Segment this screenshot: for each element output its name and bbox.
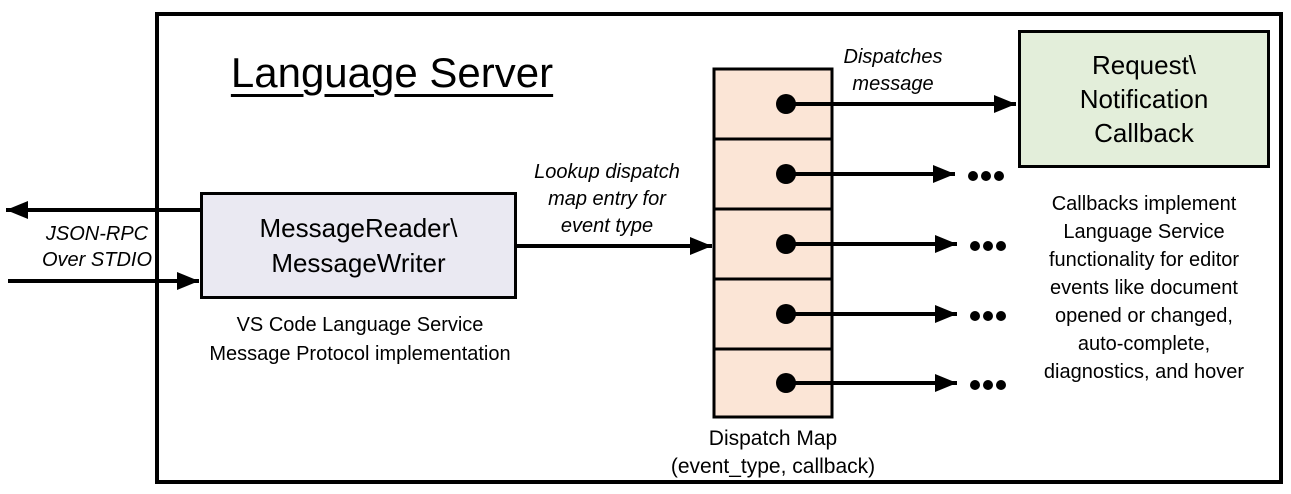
callbacks-note-line: opened or changed,	[1055, 305, 1233, 327]
dispatches-label: Dispatches message	[822, 44, 964, 98]
lookup-label-line: Lookup dispatch	[534, 161, 680, 183]
callbacks-note-line: auto-complete,	[1077, 333, 1211, 355]
dispatches-label-line: Dispatches	[843, 46, 943, 68]
callbacks-note-line: Language Service	[1063, 221, 1225, 243]
reader-caption-line: VS Code Language Service	[236, 314, 484, 336]
request-notification-callback-box: Request\ Notification Callback	[1018, 30, 1270, 168]
callback-box-line: Notification	[1079, 84, 1209, 114]
reader-caption-line: Message Protocol implementation	[209, 343, 511, 365]
message-reader-writer-box: MessageReader\ MessageWriter	[200, 192, 517, 299]
lookup-label: Lookup dispatch map entry for event type	[513, 159, 701, 240]
lookup-label-line: map entry for	[548, 188, 666, 210]
dispatch-map-caption-line: Dispatch Map	[708, 427, 838, 450]
callbacks-note-line: functionality for editor	[1048, 249, 1240, 271]
language-server-outer-box	[155, 12, 1283, 484]
callback-box-line: Callback	[1094, 118, 1194, 148]
diagram-title: Language Server	[230, 49, 554, 96]
stdio-label-line: Over STDIO	[41, 249, 152, 271]
reader-box-line: MessageWriter	[271, 247, 446, 278]
lookup-label-line: event type	[560, 215, 654, 237]
dispatch-map-caption-line: (event_type, callback)	[670, 455, 876, 478]
callback-box-line: Request\	[1091, 50, 1197, 80]
dispatch-map-caption: Dispatch Map (event_type, callback)	[639, 425, 907, 481]
callbacks-note-line: Callbacks implement	[1051, 193, 1237, 215]
callbacks-note-line: diagnostics, and hover	[1043, 361, 1245, 383]
stdio-label: JSON-RPC Over STDIO	[22, 221, 172, 273]
stdio-label-line: JSON-RPC	[45, 223, 149, 245]
callbacks-note-line: events like document	[1050, 277, 1238, 299]
dispatches-label-line: message	[852, 73, 934, 95]
callbacks-note: Callbacks implement Language Service fun…	[1005, 190, 1283, 386]
reader-box-line: MessageReader\	[259, 212, 458, 243]
reader-caption: VS Code Language Service Message Protoco…	[162, 311, 558, 369]
